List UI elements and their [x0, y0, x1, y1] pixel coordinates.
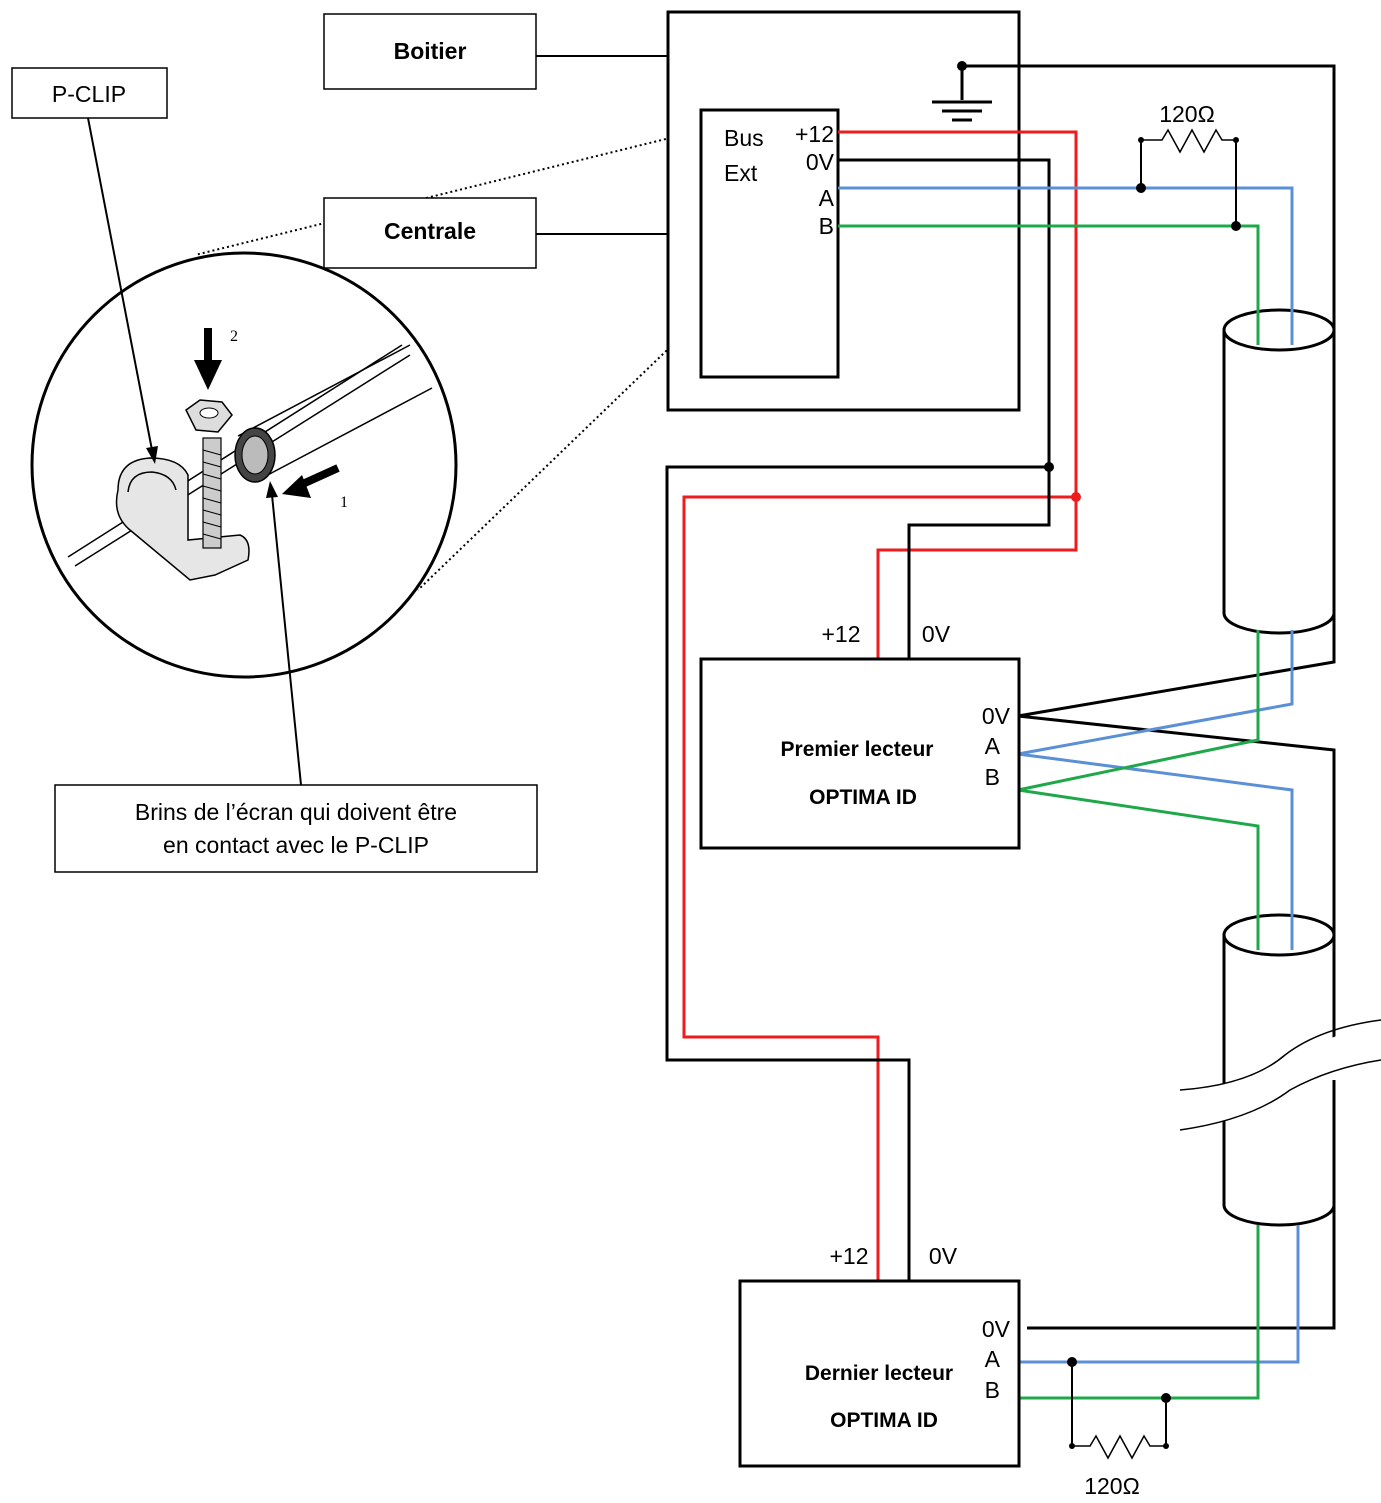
dernier-line1: Dernier lecteur [805, 1362, 953, 1385]
premier-plus12-label: +12 [821, 621, 860, 647]
boitier-label-box: Boitier [323, 13, 537, 90]
bus-label: Bus [724, 125, 764, 151]
pclip-label: P-CLIP [52, 81, 126, 107]
premier-lecteur-box: Premier lecteur OPTIMA ID 0V A B [699, 657, 1021, 850]
callout-1: 1 [340, 494, 348, 511]
bus-a-wire-mid [1017, 630, 1294, 950]
resistor-bottom-label: 120Ω [1084, 1473, 1140, 1499]
central-term-b: B [819, 213, 834, 239]
earth-ground-icon [932, 61, 992, 122]
p-clip-icon [115, 457, 250, 581]
premier-line2: OPTIMA ID [809, 786, 917, 809]
cable-segment-bottom [1179, 910, 1381, 1230]
power-junction-dot [1071, 492, 1081, 502]
premier-term-b: B [985, 764, 1000, 790]
pclip-leader [87, 117, 158, 464]
dernier-line2: OPTIMA ID [830, 1409, 938, 1432]
premier-term-a: A [985, 733, 1001, 759]
resistor-top: 120Ω [1136, 101, 1241, 231]
resistor-icon [1072, 1434, 1166, 1460]
power-wire-premier [838, 130, 1078, 658]
central-term-a: A [819, 185, 835, 211]
centrale-box [699, 108, 840, 379]
dernier-term-b: B [985, 1377, 1000, 1403]
arrow-2-icon: 2 [194, 328, 238, 390]
bus-b-wire-mid [1017, 630, 1260, 950]
arrow-1-icon: 1 [282, 464, 348, 511]
pclip-magnified-view: 2 1 [30, 251, 458, 679]
premier-0v-label: 0V [922, 621, 951, 647]
power-wire-dernier [682, 495, 1076, 1280]
central-term-plus12: +12 [795, 121, 834, 147]
pclip-label-box: P-CLIP [11, 67, 168, 119]
dernier-lecteur-box: Dernier lecteur OPTIMA ID 0V A B [738, 1279, 1021, 1468]
dernier-term-0v: 0V [982, 1316, 1011, 1342]
callout-2: 2 [230, 328, 238, 345]
dernier-plus12-label: +12 [829, 1243, 868, 1269]
premier-line1: Premier lecteur [781, 738, 934, 761]
brins-leader [266, 481, 302, 786]
centrale-label: Centrale [384, 218, 476, 244]
zero-v-wire-premier [838, 158, 1051, 658]
brins-label-line1: Brins de l’écran qui doivent être [135, 799, 457, 825]
resistor-top-label: 120Ω [1159, 101, 1215, 127]
premier-term-0v: 0V [982, 703, 1011, 729]
cable-segment-top [1222, 300, 1336, 640]
brins-label-box: Brins de l’écran qui doivent être en con… [54, 784, 538, 873]
resistor-icon [1141, 128, 1236, 154]
bus-a-wire-top [838, 186, 1294, 345]
dernier-0v-label: 0V [929, 1243, 958, 1269]
bus-a-wire-bottom [1018, 1225, 1300, 1364]
centrale-label-box: Centrale [323, 197, 537, 269]
bus-b-wire-bottom [1018, 1225, 1260, 1400]
resistor-bottom: 120Ω [1067, 1357, 1171, 1499]
screw-icon [202, 437, 222, 549]
zero-v-wire-dernier [665, 465, 1049, 1280]
brins-label-line2: en contact avec le P-CLIP [163, 832, 429, 858]
ext-label: Ext [724, 160, 758, 186]
zero-v-junction-dot [1044, 462, 1054, 472]
central-term-0v: 0V [806, 149, 835, 175]
dernier-term-a: A [985, 1346, 1001, 1372]
boitier-label: Boitier [394, 38, 467, 64]
